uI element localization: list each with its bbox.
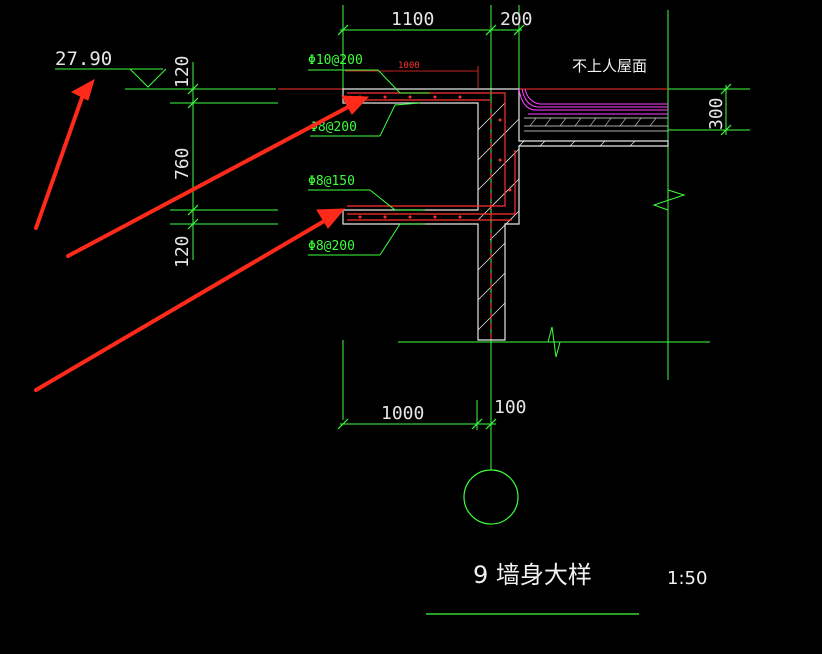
break-line-right xyxy=(652,180,686,220)
dim-tick xyxy=(720,83,732,95)
roof-insulation-layer xyxy=(524,117,668,132)
roof-insulation-hatch xyxy=(529,117,657,127)
drawing-scale: 1:50 xyxy=(667,568,707,589)
rebar-label-bottom-lower: Φ8@200 xyxy=(308,239,355,254)
rebar-leader xyxy=(369,189,425,211)
dim-tick xyxy=(337,418,349,430)
red-arrow-1-head xyxy=(70,78,95,101)
rebar-label-bottom-upper: Φ8@150 xyxy=(308,174,355,189)
elevation-symbol xyxy=(129,68,167,88)
dim-tick xyxy=(187,204,199,216)
red-arrow-1 xyxy=(34,90,86,230)
dim-text-120-top: 120 xyxy=(172,55,193,88)
rebar-red-lines xyxy=(347,92,516,340)
dim-text-120-bottom: 120 xyxy=(172,235,193,268)
dim-tick xyxy=(187,218,199,230)
concrete-section-outline xyxy=(342,88,669,341)
red-arrow-2-head xyxy=(341,95,370,115)
red-arrow-2 xyxy=(66,104,352,258)
red-arrow-3-head xyxy=(316,208,346,229)
break-line-floor xyxy=(540,326,568,358)
annotation-arrows xyxy=(34,78,370,392)
rebar-leader xyxy=(377,69,430,94)
section-hatching xyxy=(477,102,636,331)
red-arrow-3 xyxy=(34,218,328,392)
dim-text-760: 760 xyxy=(172,147,193,180)
dim-text-1000: 1000 xyxy=(381,403,424,424)
rebar-leader xyxy=(379,223,425,256)
rebar-dots xyxy=(358,95,512,219)
dim-tick xyxy=(485,24,497,36)
dim-tick xyxy=(187,97,199,109)
dim-tick xyxy=(187,83,199,95)
dim-text-300: 300 xyxy=(706,97,727,130)
drawing-title: 9 墙身大样 xyxy=(473,561,592,589)
dim-tick xyxy=(337,24,349,36)
dim-tick xyxy=(485,418,497,430)
dim-tick xyxy=(720,124,732,136)
roof-note: 不上人屋面 xyxy=(572,57,647,75)
roof-membrane-layers xyxy=(518,88,668,115)
elevation-value: 27.90 xyxy=(55,48,112,70)
axis-bubble xyxy=(463,469,519,525)
dim-text-1100: 1100 xyxy=(391,9,434,30)
rebar-label-top-upper: Φ10@200 xyxy=(308,53,363,68)
dim-text-100: 100 xyxy=(494,397,527,418)
rebar-leader xyxy=(379,102,421,137)
red-small-dim-text: 1000 xyxy=(398,61,420,71)
dim-tick xyxy=(513,24,525,36)
rebar-label-top-lower: Φ8@200 xyxy=(310,120,357,135)
dim-text-200: 200 xyxy=(500,9,533,30)
